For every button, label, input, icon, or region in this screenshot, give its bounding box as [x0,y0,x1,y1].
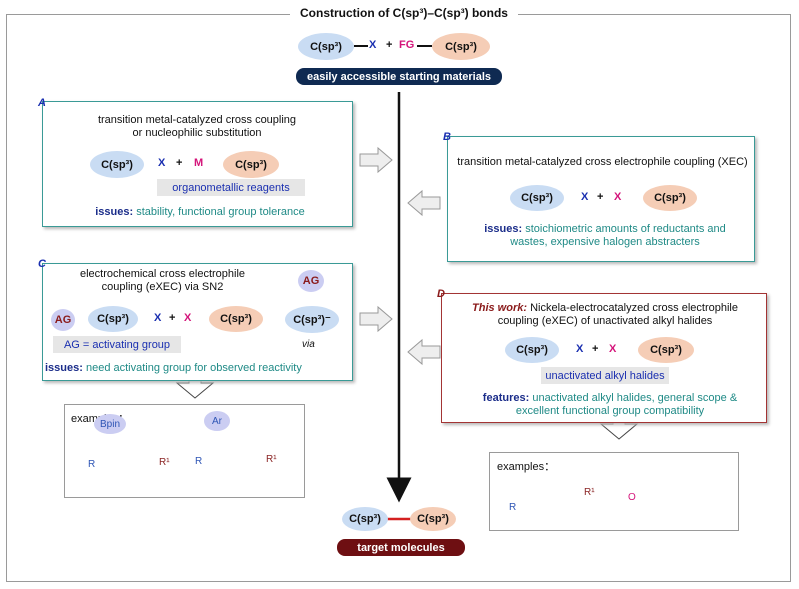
panel-c-ag-circle: AG [51,309,75,331]
mol2-r: R [195,456,203,467]
panel-a-left-csp3: C(sp³) [90,151,144,178]
panel-b-left-csp3: C(sp³) [510,185,564,211]
mol1-r: R [88,459,96,470]
panel-a-right-csp3: C(sp³) [223,151,279,178]
panel-b-issues-label: issues: [484,223,523,235]
panel-d-tag: unactivated alkyl halides [541,367,669,384]
panel-b-label: B [443,131,451,143]
panel-d-features: features: unactivated alkyl halides, gen… [460,392,760,418]
panel-d-right-csp3: C(sp³) [638,337,694,363]
panel-b-right-csp3: C(sp³) [643,185,697,211]
panel-c-via-ag-circle: AG [298,270,324,292]
panel-a-tag: organometallic reagents [157,179,305,196]
panel-b-plus: + [597,191,604,203]
panel-c-x2: X [184,312,192,324]
target-molecules-banner: target molecules [337,539,465,556]
panel-c-issues: issues: need activating group for observ… [45,362,335,375]
panel-c-x1: X [154,312,162,324]
panel-a-label: A [38,97,46,109]
panel-d-label: D [437,288,445,300]
mol2-ar: Ar [204,411,230,431]
panel-d-heading-line1: Nickela-electrocatalyzed cross electroph… [530,302,738,314]
panel-c-right-csp3: C(sp³) [209,306,263,332]
panel-d [441,293,767,423]
hollow-arrow-b-to-a [407,189,441,217]
hollow-arrow-a-to-b [359,146,393,174]
panel-a-plus: + [176,157,183,169]
page-title: Construction of C(sp³)–C(sp³) bonds [290,6,518,20]
panel-c-via-label: via [302,339,315,350]
mol1-r1: R¹ [159,457,170,468]
panel-a [42,101,353,227]
panel-c-plus: + [169,312,176,324]
panel-a-issues-text: stability, functional group tolerance [136,206,305,218]
panel-a-issues-label: issues: [95,206,134,218]
mol3-r1: R¹ [584,487,595,498]
panel-c-issues-text: need activating group for observed react… [85,362,302,374]
panel-b-issues-line1: stoichiometric amounts of reductants and [525,223,726,235]
panel-d-x2: X [609,343,617,355]
panel-a-heading-line2: or nucleophilic substitution [132,127,262,139]
panel-d-this-work: This work: [472,302,528,314]
hollow-arrow-d-to-c [407,338,441,366]
bottom-left-csp3: C(sp³) [342,507,388,531]
panel-d-heading-line2: coupling (eXEC) of unactivated alkyl hal… [497,315,713,327]
mol3-r: R [509,502,517,513]
panel-a-x: X [158,157,166,169]
panel-c-issues-label: issues: [45,362,83,374]
panel-a-heading-line1: transition metal-catalyzed cross couplin… [97,114,297,126]
mol1-bpin: Bpin [94,414,126,434]
examples-right-label: examples： [497,461,556,473]
top-x-group: X [369,39,377,51]
panel-b-issues-line2: wastes, expensive halogen abstracters [510,236,700,248]
panel-c-heading: electrochemical cross electrophile coupl… [60,268,265,294]
panel-a-issues: issues: stability, functional group tole… [60,206,340,219]
bottom-right-csp3: C(sp³) [410,507,456,531]
panel-d-plus: + [592,343,599,355]
panel-a-heading: transition metal-catalyzed cross couplin… [62,114,332,140]
panel-a-m: M [194,157,204,169]
panel-b-heading: transition metal-catalyzed cross electro… [457,156,748,168]
panel-c-left-csp3: C(sp³) [88,306,138,332]
panel-c-label: C [38,258,46,270]
panel-b-x2: X [614,191,622,203]
panel-c-tag: AG = activating group [53,336,181,353]
panel-c-via-carbanion: C(sp³)⁻ [285,306,339,333]
examples-right-box [489,452,739,531]
top-left-csp3: C(sp³) [298,33,354,60]
panel-b-issues: issues: stoichiometric amounts of reduct… [470,223,740,249]
top-fg-group: FG [399,39,415,51]
panel-d-x1: X [576,343,584,355]
hollow-arrow-c-to-d [359,305,393,333]
panel-d-features-line1: unactivated alkyl halides, general scope… [532,392,738,404]
panel-d-features-label: features: [482,392,530,404]
mol2-r1: R¹ [266,454,277,465]
panel-d-heading: This work: Nickela-electrocatalyzed cros… [450,302,760,328]
panel-c-heading-line1: electrochemical cross electrophile [79,268,246,280]
starting-materials-banner: easily accessible starting materials [296,68,502,85]
top-right-csp3: C(sp³) [432,33,490,60]
panel-c-heading-line2: coupling (eXEC) via SN2 [101,281,224,293]
mol4-oxygen: O [627,492,637,503]
panel-d-features-line2: excellent functional group compatibility [515,405,705,417]
top-plus: + [386,39,393,51]
panel-b [447,136,755,262]
panel-d-left-csp3: C(sp³) [505,337,559,363]
panel-b-x1: X [581,191,589,203]
